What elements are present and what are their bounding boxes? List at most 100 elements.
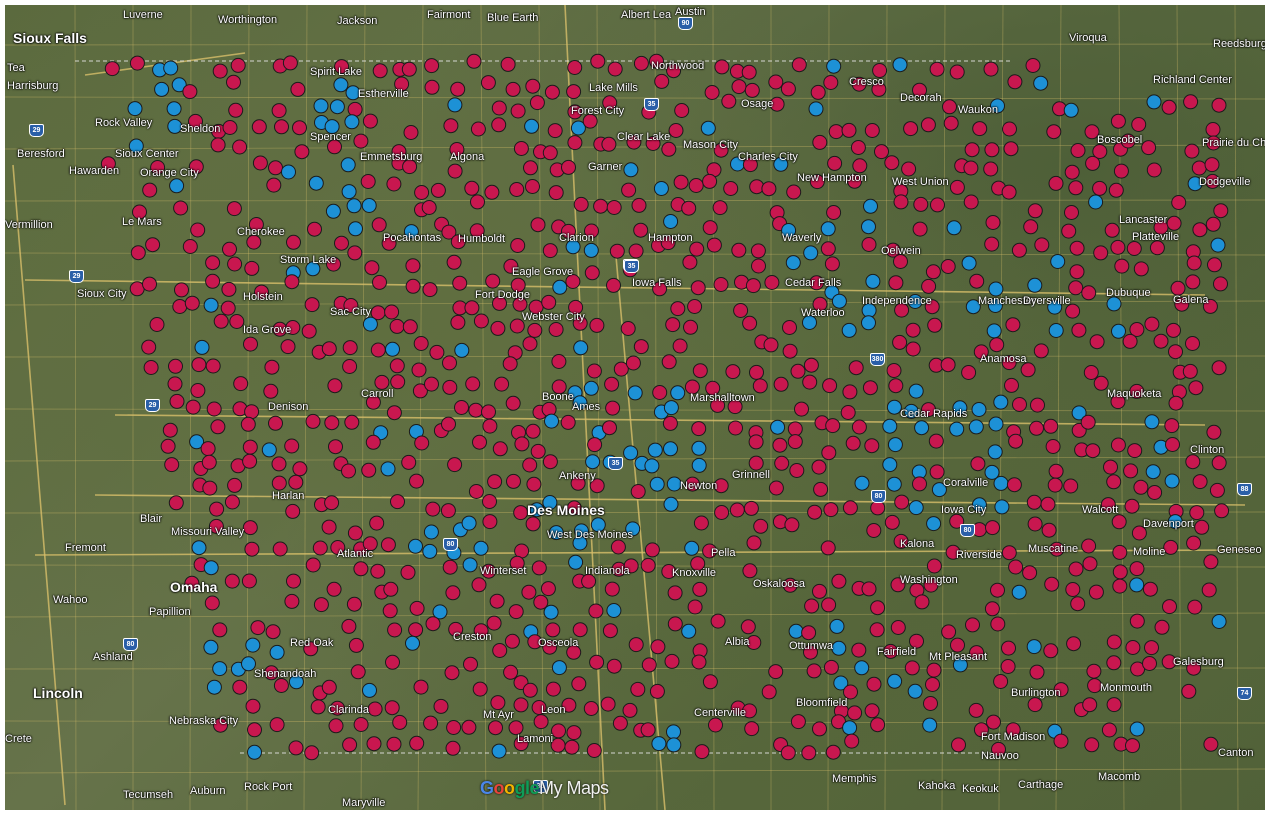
- map-marker-blue[interactable]: [491, 743, 507, 759]
- map-marker-red[interactable]: [1043, 418, 1059, 434]
- map-marker-red[interactable]: [1166, 215, 1182, 231]
- map-marker-blue[interactable]: [1129, 577, 1145, 593]
- map-marker-red[interactable]: [864, 438, 880, 454]
- map-marker-blue[interactable]: [971, 497, 987, 513]
- map-marker-blue[interactable]: [191, 540, 207, 556]
- map-marker-red[interactable]: [620, 321, 636, 336]
- map-marker-blue[interactable]: [308, 175, 324, 191]
- map-marker-red[interactable]: [450, 234, 466, 250]
- map-marker-blue[interactable]: [993, 475, 1009, 491]
- map-marker-red[interactable]: [1207, 257, 1222, 273]
- map-marker-red[interactable]: [200, 441, 216, 457]
- map-marker-red[interactable]: [665, 317, 681, 333]
- map-marker-red[interactable]: [1083, 365, 1099, 380]
- map-marker-blue[interactable]: [206, 679, 222, 695]
- map-marker-red[interactable]: [790, 714, 806, 730]
- map-marker-red[interactable]: [990, 616, 1006, 632]
- map-marker-red[interactable]: [243, 336, 258, 352]
- map-marker-red[interactable]: [566, 725, 582, 741]
- map-marker-red[interactable]: [370, 342, 386, 358]
- map-marker-red[interactable]: [381, 235, 397, 251]
- map-marker-red[interactable]: [601, 136, 617, 152]
- map-marker-red[interactable]: [268, 415, 283, 431]
- map-marker-blue[interactable]: [189, 434, 205, 450]
- map-marker-red[interactable]: [463, 656, 478, 672]
- map-marker-red[interactable]: [692, 581, 708, 597]
- map-marker-red[interactable]: [205, 255, 221, 271]
- map-marker-blue[interactable]: [886, 399, 902, 415]
- map-marker-red[interactable]: [525, 423, 541, 439]
- map-marker-red[interactable]: [1202, 298, 1218, 314]
- map-marker-red[interactable]: [1106, 474, 1122, 490]
- map-marker-red[interactable]: [583, 701, 599, 716]
- map-marker-red[interactable]: [1106, 697, 1122, 713]
- map-marker-red[interactable]: [220, 300, 236, 316]
- map-marker-red[interactable]: [341, 618, 357, 634]
- map-marker-blue[interactable]: [570, 120, 586, 136]
- map-marker-blue[interactable]: [831, 293, 847, 309]
- map-marker-red[interactable]: [210, 419, 226, 435]
- map-marker-red[interactable]: [929, 464, 945, 480]
- map-marker-red[interactable]: [710, 397, 726, 413]
- map-marker-red[interactable]: [464, 300, 480, 316]
- map-marker-red[interactable]: [527, 634, 543, 650]
- map-marker-red[interactable]: [313, 597, 329, 613]
- map-marker-blue[interactable]: [987, 444, 1003, 460]
- map-marker-red[interactable]: [1161, 99, 1177, 115]
- map-marker-red[interactable]: [266, 177, 282, 193]
- map-marker-red[interactable]: [1166, 322, 1181, 338]
- map-marker-red[interactable]: [764, 275, 780, 290]
- map-marker-red[interactable]: [606, 658, 622, 674]
- map-marker-red[interactable]: [1008, 559, 1024, 575]
- map-marker-red[interactable]: [847, 705, 863, 721]
- map-marker-red[interactable]: [984, 236, 1000, 252]
- map-marker-red[interactable]: [531, 560, 547, 576]
- map-marker-blue[interactable]: [829, 618, 845, 634]
- map-marker-red[interactable]: [905, 341, 921, 357]
- map-marker-red[interactable]: [360, 174, 376, 189]
- map-marker-red[interactable]: [1085, 443, 1101, 459]
- map-marker-red[interactable]: [842, 500, 858, 516]
- map-marker-red[interactable]: [525, 78, 541, 94]
- map-marker-red[interactable]: [551, 723, 566, 739]
- map-marker-blue[interactable]: [167, 118, 183, 134]
- map-marker-red[interactable]: [963, 160, 979, 176]
- map-marker-red[interactable]: [492, 643, 508, 658]
- map-marker-red[interactable]: [825, 744, 841, 760]
- map-marker-red[interactable]: [465, 376, 481, 392]
- map-marker-red[interactable]: [928, 433, 944, 449]
- map-marker-red[interactable]: [1086, 663, 1102, 679]
- map-marker-red[interactable]: [190, 222, 206, 238]
- map-marker-red[interactable]: [666, 63, 682, 79]
- map-marker-blue[interactable]: [1027, 277, 1043, 293]
- map-marker-blue[interactable]: [831, 640, 847, 656]
- map-marker-red[interactable]: [927, 317, 943, 333]
- map-marker-red[interactable]: [347, 245, 363, 261]
- map-marker-red[interactable]: [468, 484, 484, 499]
- map-marker-red[interactable]: [985, 215, 1001, 230]
- map-marker-red[interactable]: [353, 133, 369, 149]
- map-marker-blue[interactable]: [887, 437, 903, 453]
- map-marker-blue[interactable]: [1063, 102, 1079, 118]
- map-marker-red[interactable]: [1161, 654, 1177, 670]
- map-marker-red[interactable]: [561, 159, 576, 175]
- map-marker-red[interactable]: [472, 681, 488, 697]
- map-marker-blue[interactable]: [361, 198, 377, 213]
- map-marker-red[interactable]: [1068, 280, 1084, 296]
- map-marker-red[interactable]: [527, 322, 543, 338]
- map-marker-red[interactable]: [802, 374, 818, 390]
- map-marker-blue[interactable]: [1210, 237, 1226, 253]
- map-marker-red[interactable]: [447, 163, 463, 179]
- map-marker-red[interactable]: [823, 659, 839, 675]
- map-marker-red[interactable]: [545, 622, 561, 638]
- map-marker-red[interactable]: [491, 100, 507, 116]
- map-marker-red[interactable]: [248, 217, 264, 232]
- map-marker-blue[interactable]: [432, 604, 448, 620]
- map-marker-red[interactable]: [926, 558, 942, 574]
- map-marker-red[interactable]: [1108, 182, 1124, 198]
- map-marker-red[interactable]: [228, 102, 244, 118]
- map-marker-red[interactable]: [561, 223, 576, 239]
- map-marker-red[interactable]: [912, 82, 927, 98]
- map-marker-red[interactable]: [480, 75, 496, 91]
- map-marker-red[interactable]: [789, 463, 805, 478]
